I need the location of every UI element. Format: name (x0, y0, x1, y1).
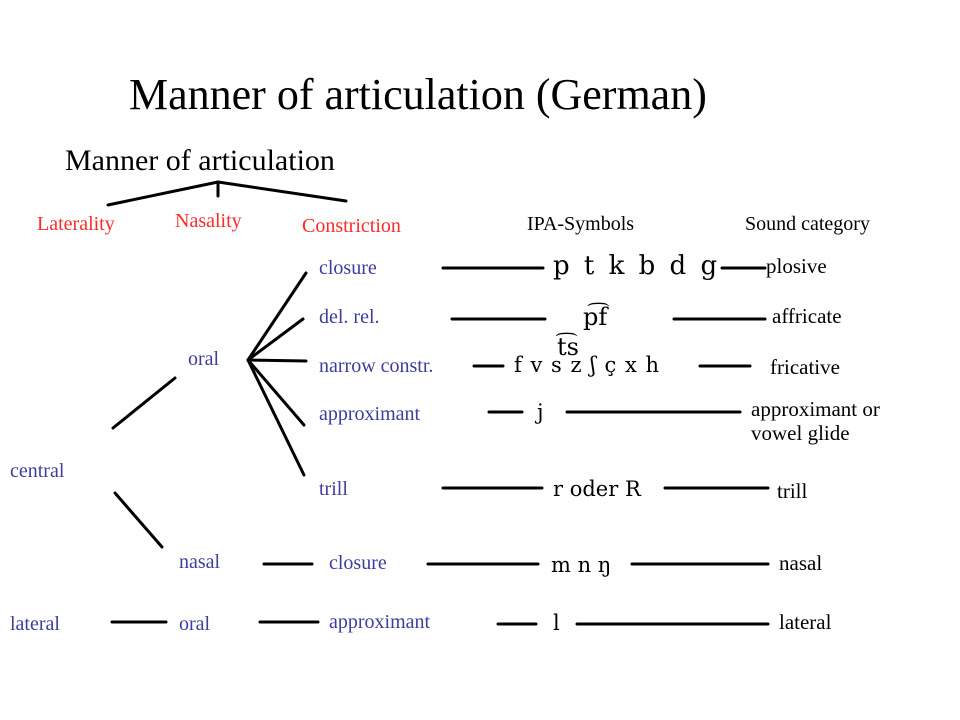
column-header-ipa: IPA-Symbols (527, 213, 635, 235)
dimension-laterality: Laterality (37, 213, 115, 235)
category-trill: trill (777, 479, 808, 503)
category-affricate: affricate (772, 304, 842, 328)
oral-to-approximant-line (246, 358, 306, 427)
nasality-oral-central: oral (188, 348, 220, 370)
oral-to-delrel-line (246, 317, 305, 362)
oral-to-trill-line (246, 358, 306, 477)
column-header-category: Sound category (745, 213, 870, 235)
nasality-nasal: nasal (179, 551, 221, 573)
constriction-narrow: narrow constr. (319, 355, 434, 377)
dimension-nasality: Nasality (175, 210, 242, 232)
root-branch-constriction (216, 180, 348, 203)
ipa-nasal: m n ŋ (551, 553, 612, 577)
tree-root-label: Manner of articulation (65, 144, 335, 177)
category-plosive: plosive (766, 254, 827, 278)
ipa-affricate-ts: t͡s (557, 333, 579, 361)
central-to-oral-line (111, 376, 177, 430)
category-nasal: nasal (779, 551, 823, 575)
laterality-lateral: lateral (10, 613, 60, 635)
category-lateral: lateral (779, 610, 832, 634)
laterality-central: central (10, 460, 65, 482)
constriction-nasal-closure: closure (329, 552, 387, 574)
ipa-approximant: j (537, 400, 544, 424)
dimension-constriction: Constriction (302, 215, 401, 237)
constriction-del-rel: del. rel. (319, 306, 380, 328)
constriction-approximant: approximant (319, 403, 421, 425)
ipa-trill: r oder R (553, 477, 641, 501)
nasality-oral-lateral: oral (179, 613, 211, 635)
root-branch-laterality (106, 180, 220, 207)
constriction-closure: closure (319, 257, 377, 279)
category-fricative: fricative (770, 355, 840, 379)
constriction-trill: trill (319, 478, 348, 500)
ipa-affricate-pf: p͡f (583, 303, 608, 331)
ipa-plosive: p t k b d g (553, 251, 721, 281)
constriction-lateral-approximant: approximant (329, 611, 431, 633)
oral-to-closure-line (246, 271, 308, 362)
ipa-fricative: f v s z ʃ ç x h (514, 353, 661, 377)
ipa-lateral: l (553, 611, 560, 635)
page-title: Manner of articulation (German) (129, 70, 707, 119)
central-to-nasal-line (113, 491, 164, 549)
oral-to-narrow-line (246, 358, 308, 363)
category-approximant: approximant or vowel glide (751, 397, 880, 445)
